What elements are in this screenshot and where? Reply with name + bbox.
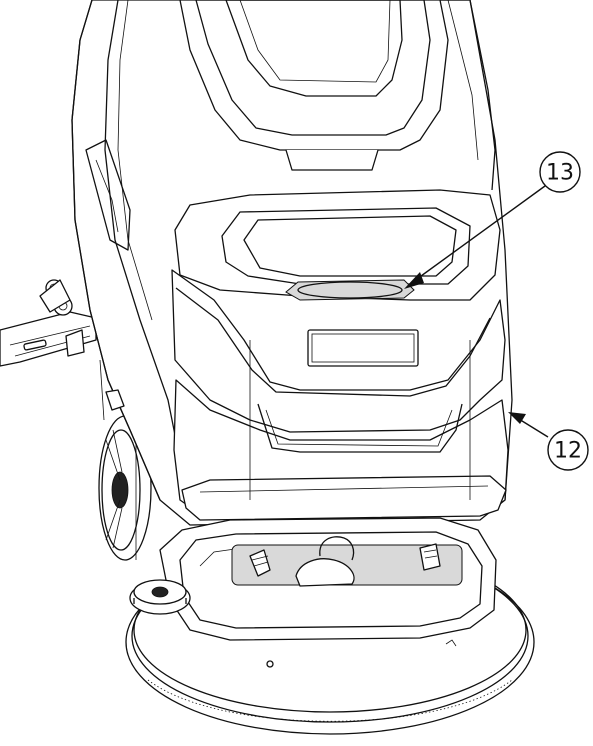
callout-13-number: 13 (546, 161, 574, 186)
callout-12-arrowhead (508, 412, 526, 424)
side-castor (129, 579, 191, 615)
callout-13-circle (539, 151, 581, 193)
callout-13-arrowhead (404, 272, 424, 289)
side-bumper (99, 359, 125, 421)
callout-12-number: 12 (554, 439, 582, 464)
callout-12-circle (547, 429, 589, 471)
callout-13: 13 (404, 151, 581, 289)
machine-body (71, 0, 513, 526)
brush-deck (125, 517, 535, 735)
squeegee-bracket (0, 279, 97, 367)
callout-12: 12 (508, 412, 589, 471)
callout-13-leader (409, 185, 546, 285)
